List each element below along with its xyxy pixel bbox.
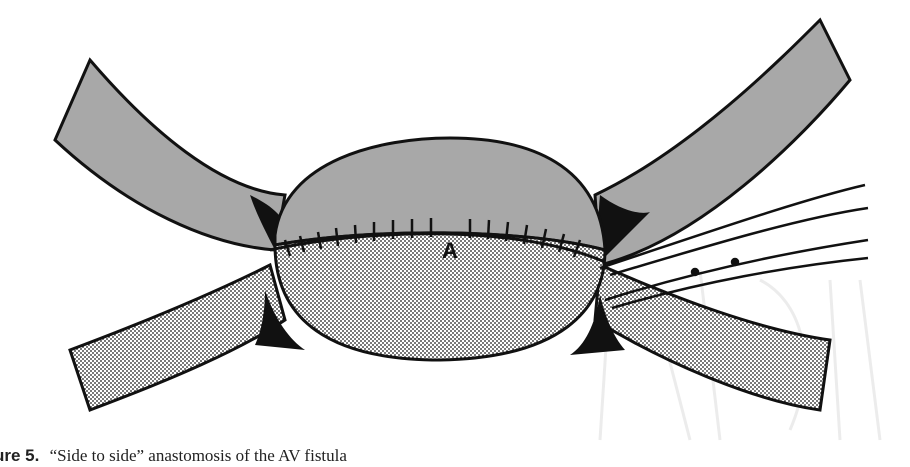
figure-caption-text: “Side to side” anastomosis of the AV fis…: [50, 446, 347, 465]
upper-left-vessel: [55, 60, 285, 250]
anastomosis-marker: A: [442, 238, 458, 263]
lower-left-vessel: [70, 265, 285, 410]
anastomosis-illustration: A: [0, 0, 910, 440]
lower-right-vessel: [595, 265, 830, 410]
figure-caption: ure 5. “Side to side” anastomosis of the…: [0, 445, 910, 467]
figure-label: ure 5.: [0, 446, 39, 465]
anastomosis-lower-half: [275, 233, 605, 360]
